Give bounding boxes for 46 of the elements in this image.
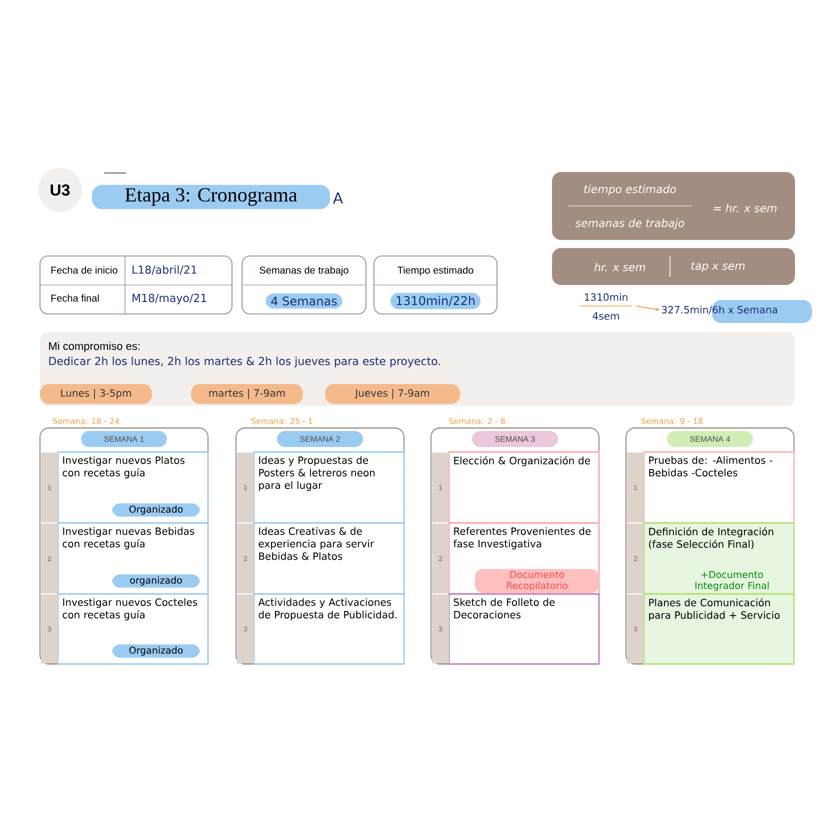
handwritten-task: Definición de Integración (fase Selección Final) [649, 527, 774, 550]
week-range: Semana: 2 - 8 [449, 418, 505, 424]
handwritten-task: Investigar nuevos Cocteles con recetas guía [62, 598, 198, 620]
handwritten-number: 4sem [592, 312, 619, 320]
formula-text: hr. x sem [594, 262, 646, 272]
calculation-result: 327.5min/6h x Semana [662, 300, 812, 323]
field-label: Semanas de trabajo [260, 266, 348, 276]
formula-text: tiempo estimado [584, 184, 676, 196]
formula-text: semanas de trabajo [576, 218, 684, 230]
handwritten-task: Planes de Comunicación para Publicidad + Servicio [649, 598, 780, 621]
week-header: SEMANA 4 [667, 431, 753, 447]
schedule-pill: martes | 7-9am [191, 384, 303, 404]
week-range: Semana: 25 - 1 [252, 418, 312, 424]
handwritten-task: Actividades y Activaciones de Propuesta de Publicidad. [258, 598, 396, 620]
title: Etapa 3: Cronograma [92, 184, 330, 210]
field-label: Fecha final [51, 294, 99, 302]
field-label: Fecha de inicio [51, 266, 118, 274]
handwritten-note: A [332, 192, 343, 204]
handwritten-sentence: Dedicar 2h los lunes, 2h los martes & 2h los jueves para este proyecto. [49, 356, 440, 368]
handwritten-task: Ideas y Propuestas de Posters & letreros neon para el lugar [259, 456, 375, 491]
handwritten-value: 4 Semanas [266, 293, 342, 309]
handwritten-task: Referentes Provenientes de fase Investigativa [453, 527, 591, 550]
handwritten-task: Elección & Organización de [454, 456, 590, 466]
week-range: Semana: 18 - 24 [53, 418, 120, 424]
handwritten-task: Investigar nuevas Bebidas con recetas guía [62, 527, 194, 550]
handwritten-value: 1310min/22h [390, 292, 481, 310]
handwritten-date: L18/abril/21 [132, 265, 196, 275]
status-tag: +Documento Integrador Final [695, 571, 769, 591]
schedule-pill: Jueves | 7-9am [325, 384, 460, 404]
unit-badge: U3 [38, 168, 82, 212]
formula-text: = hr. x sem [714, 204, 777, 212]
panel-heading: Mi compromiso es: [49, 342, 140, 352]
week-header: SEMANA 3 [472, 431, 558, 447]
week-header: SEMANA 2 [277, 431, 363, 447]
handwritten-task: Ideas Creativas & de experiencia para servir Bebidas & Platos [258, 527, 374, 560]
handwritten-task: Pruebas de: -Alimentos -Bebidas -Cocteles [649, 456, 772, 476]
field-label: Tiempo estimado [398, 266, 474, 276]
handwritten-number: 1310min [584, 293, 628, 301]
handwritten-task: Investigar nuevos Platos con recetas guía [62, 456, 184, 478]
handwritten-date: M18/mayo/21 [132, 294, 206, 304]
status-tag: Documento Recopilatorio [475, 569, 599, 593]
week-header: SEMANA 1 [81, 431, 167, 447]
formula-text: tap x sem [691, 262, 745, 272]
schedule-pill: Lunes | 3-5pm [40, 384, 152, 404]
handwritten-task: Sketch de Folleto de Decoraciones [454, 598, 555, 618]
week-range: Semana: 9 - 18 [642, 418, 702, 424]
